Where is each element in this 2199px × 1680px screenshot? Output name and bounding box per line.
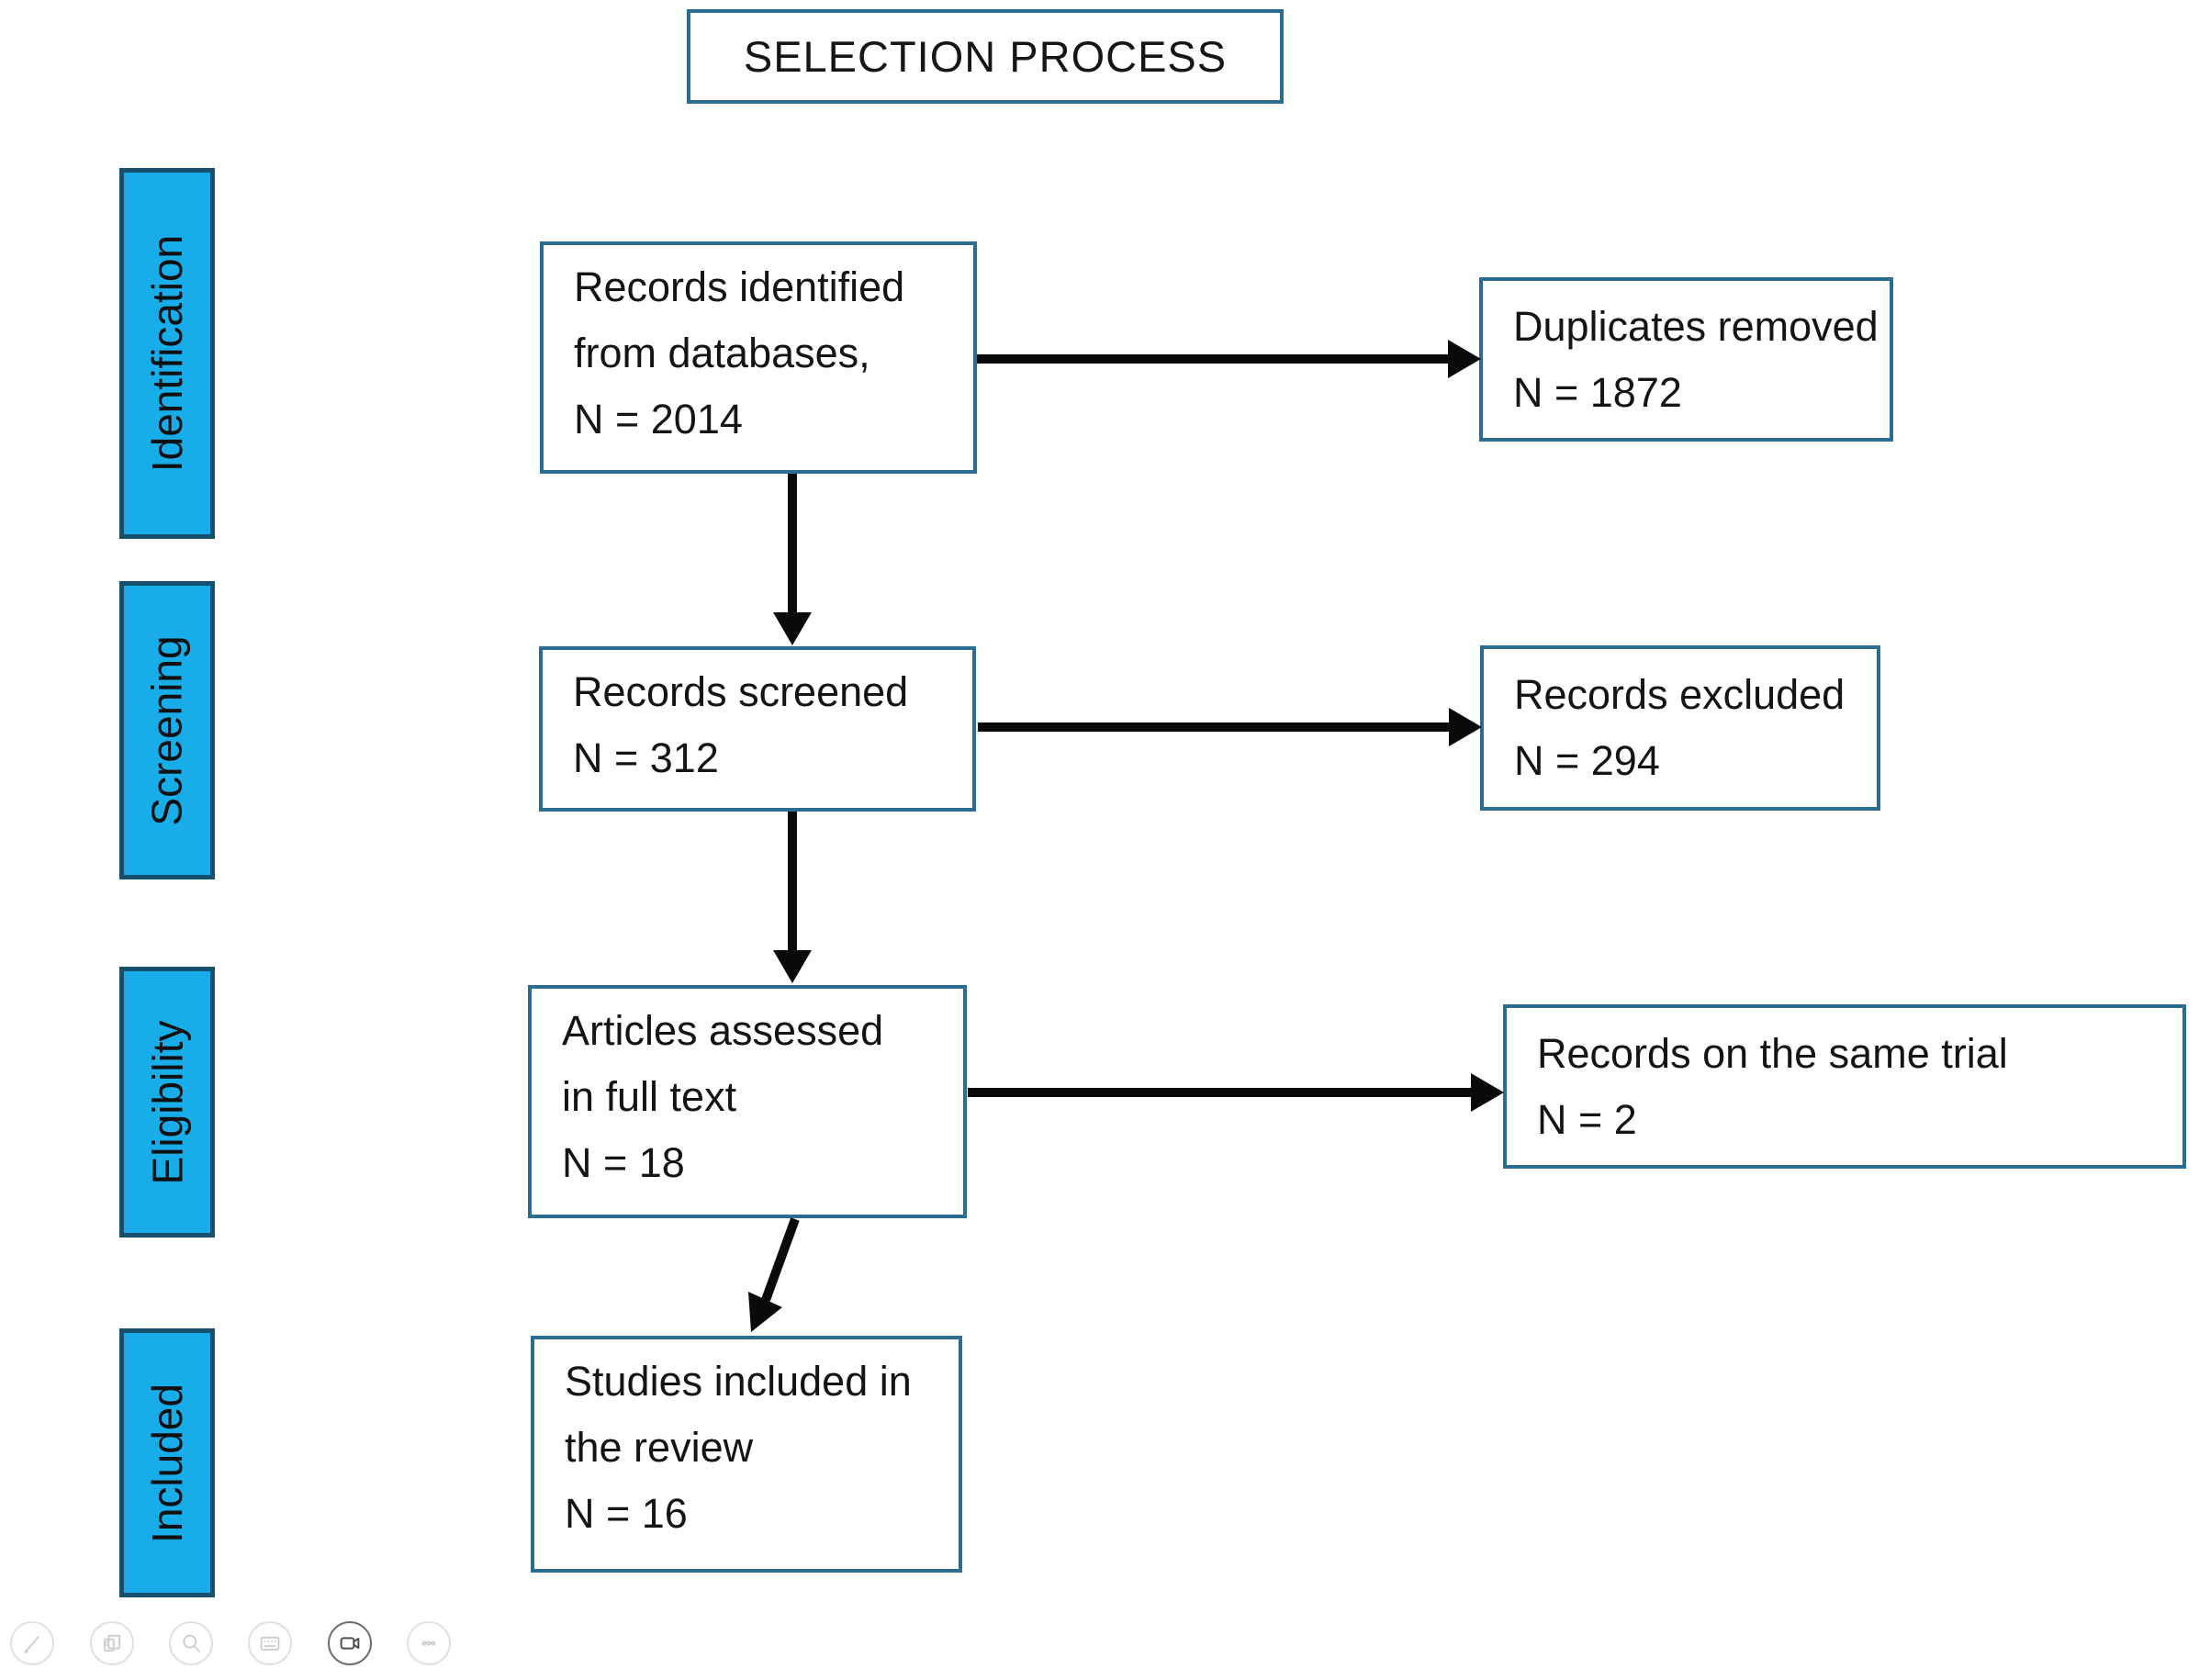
flow-box-records-identified: Records identified from databases, N = 2… — [540, 241, 977, 474]
search-icon — [183, 1634, 200, 1652]
media-icon — [103, 1634, 121, 1652]
arrow-assessed-to-same-trial — [968, 1073, 1504, 1112]
keyboard-icon — [260, 1636, 280, 1651]
stage-label-identification: Identification — [119, 168, 215, 539]
diagram-title-box: SELECTION PROCESS — [687, 9, 1284, 104]
flow-box-text: Records identified from databases, N = 2… — [574, 263, 905, 442]
stage-label-text: Included — [143, 1383, 192, 1543]
arrow-assessed-to-included — [748, 1217, 800, 1332]
flow-box-records-excluded: Records excluded N = 294 — [1480, 645, 1880, 811]
flow-box-text: Studies included in the review N = 16 — [565, 1358, 912, 1537]
arrow-screened-to-excluded — [978, 708, 1482, 746]
flow-box-text: Records screened N = 312 — [573, 668, 909, 781]
stage-label-screening: Screening — [119, 581, 215, 879]
arrow-screened-to-assessed — [773, 812, 812, 983]
toolbar-keyboard-button[interactable] — [248, 1621, 292, 1665]
pen-icon — [24, 1636, 39, 1653]
flow-box-text: Duplicates removed N = 1872 — [1513, 303, 1879, 416]
diagram-title: SELECTION PROCESS — [743, 32, 1228, 81]
toolbar-video-record-button[interactable] — [328, 1621, 372, 1665]
flow-box-records-screened: Records screened N = 312 — [539, 646, 976, 812]
stage-label-text: Identification — [143, 234, 191, 473]
flow-box-records-same-trial: Records on the same trial N = 2 — [1503, 1004, 2186, 1169]
flow-box-text: Records on the same trial N = 2 — [1537, 1030, 2008, 1143]
flow-box-studies-included: Studies included in the review N = 16 — [531, 1336, 962, 1573]
stage-label-text: Eligibility — [143, 1020, 192, 1184]
video-camera-icon — [340, 1637, 360, 1650]
arrow-identified-to-screened — [773, 474, 812, 645]
flow-box-articles-assessed: Articles assessed in full text N = 18 — [528, 985, 967, 1218]
toolbar-pen-button[interactable] — [10, 1621, 54, 1665]
stage-label-included: Included — [119, 1328, 215, 1597]
more-icon — [421, 1641, 436, 1646]
arrow-identified-to-duplicates — [977, 340, 1481, 378]
toolbar-media-button[interactable] — [90, 1621, 134, 1665]
toolbar-search-button[interactable] — [169, 1621, 213, 1665]
stage-label-eligibility: Eligibility — [119, 967, 215, 1238]
stage-label-text: Screening — [143, 634, 192, 826]
flow-box-text: Records excluded N = 294 — [1514, 671, 1846, 784]
flow-box-duplicates-removed: Duplicates removed N = 1872 — [1479, 277, 1893, 442]
toolbar-more-button[interactable] — [407, 1621, 451, 1665]
flow-box-text: Articles assessed in full text N = 18 — [562, 1007, 884, 1186]
